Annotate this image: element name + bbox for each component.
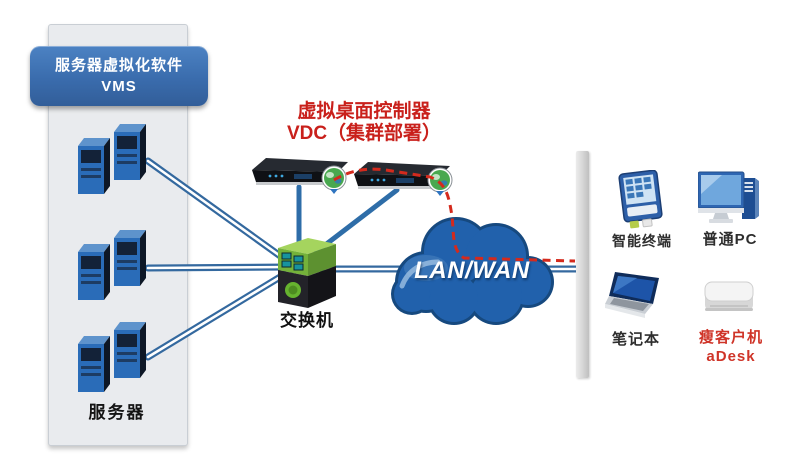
- vms-header-badge: 服务器虚拟化软件 VMS: [30, 46, 208, 106]
- vdc-controller-icon: [252, 158, 348, 185]
- switch-label: 交换机: [280, 311, 334, 330]
- thin-client-label: 瘦客户机: [698, 329, 763, 346]
- vms-header-line1: 服务器虚拟化软件: [54, 57, 183, 74]
- server-tower-icon: [78, 124, 146, 194]
- client-label-pc: 普通PC: [702, 231, 758, 248]
- vdc-controller-icon: [354, 162, 450, 189]
- client-label-thin-client: 瘦客户机 aDesk: [692, 328, 770, 366]
- network-switch-icon: [278, 238, 336, 308]
- vdc-title-line2: VDC（集群部署）: [286, 123, 442, 144]
- servers-label: 服务器: [88, 403, 146, 422]
- vdc-title-line1: 虚拟桌面控制器: [297, 101, 431, 122]
- vdc-title: 虚拟桌面控制器 VDC（集群部署）: [258, 101, 470, 145]
- server-tower-icon: [78, 322, 146, 392]
- cloud-label: LAN/WAN: [414, 257, 530, 284]
- laptop-icon: [605, 272, 659, 318]
- thin-client-icon: [704, 281, 754, 311]
- client-label-smart-terminal: 智能终端: [612, 233, 672, 249]
- thin-client-sublabel: aDesk: [706, 348, 756, 365]
- vms-header-line2: VMS: [101, 78, 137, 95]
- desktop-pc-icon: [698, 171, 759, 223]
- smart-terminal-icon: [618, 170, 663, 229]
- network-wall-divider: [576, 151, 589, 378]
- client-label-laptop: 笔记本: [611, 331, 660, 348]
- server-tower-icon: [78, 230, 146, 300]
